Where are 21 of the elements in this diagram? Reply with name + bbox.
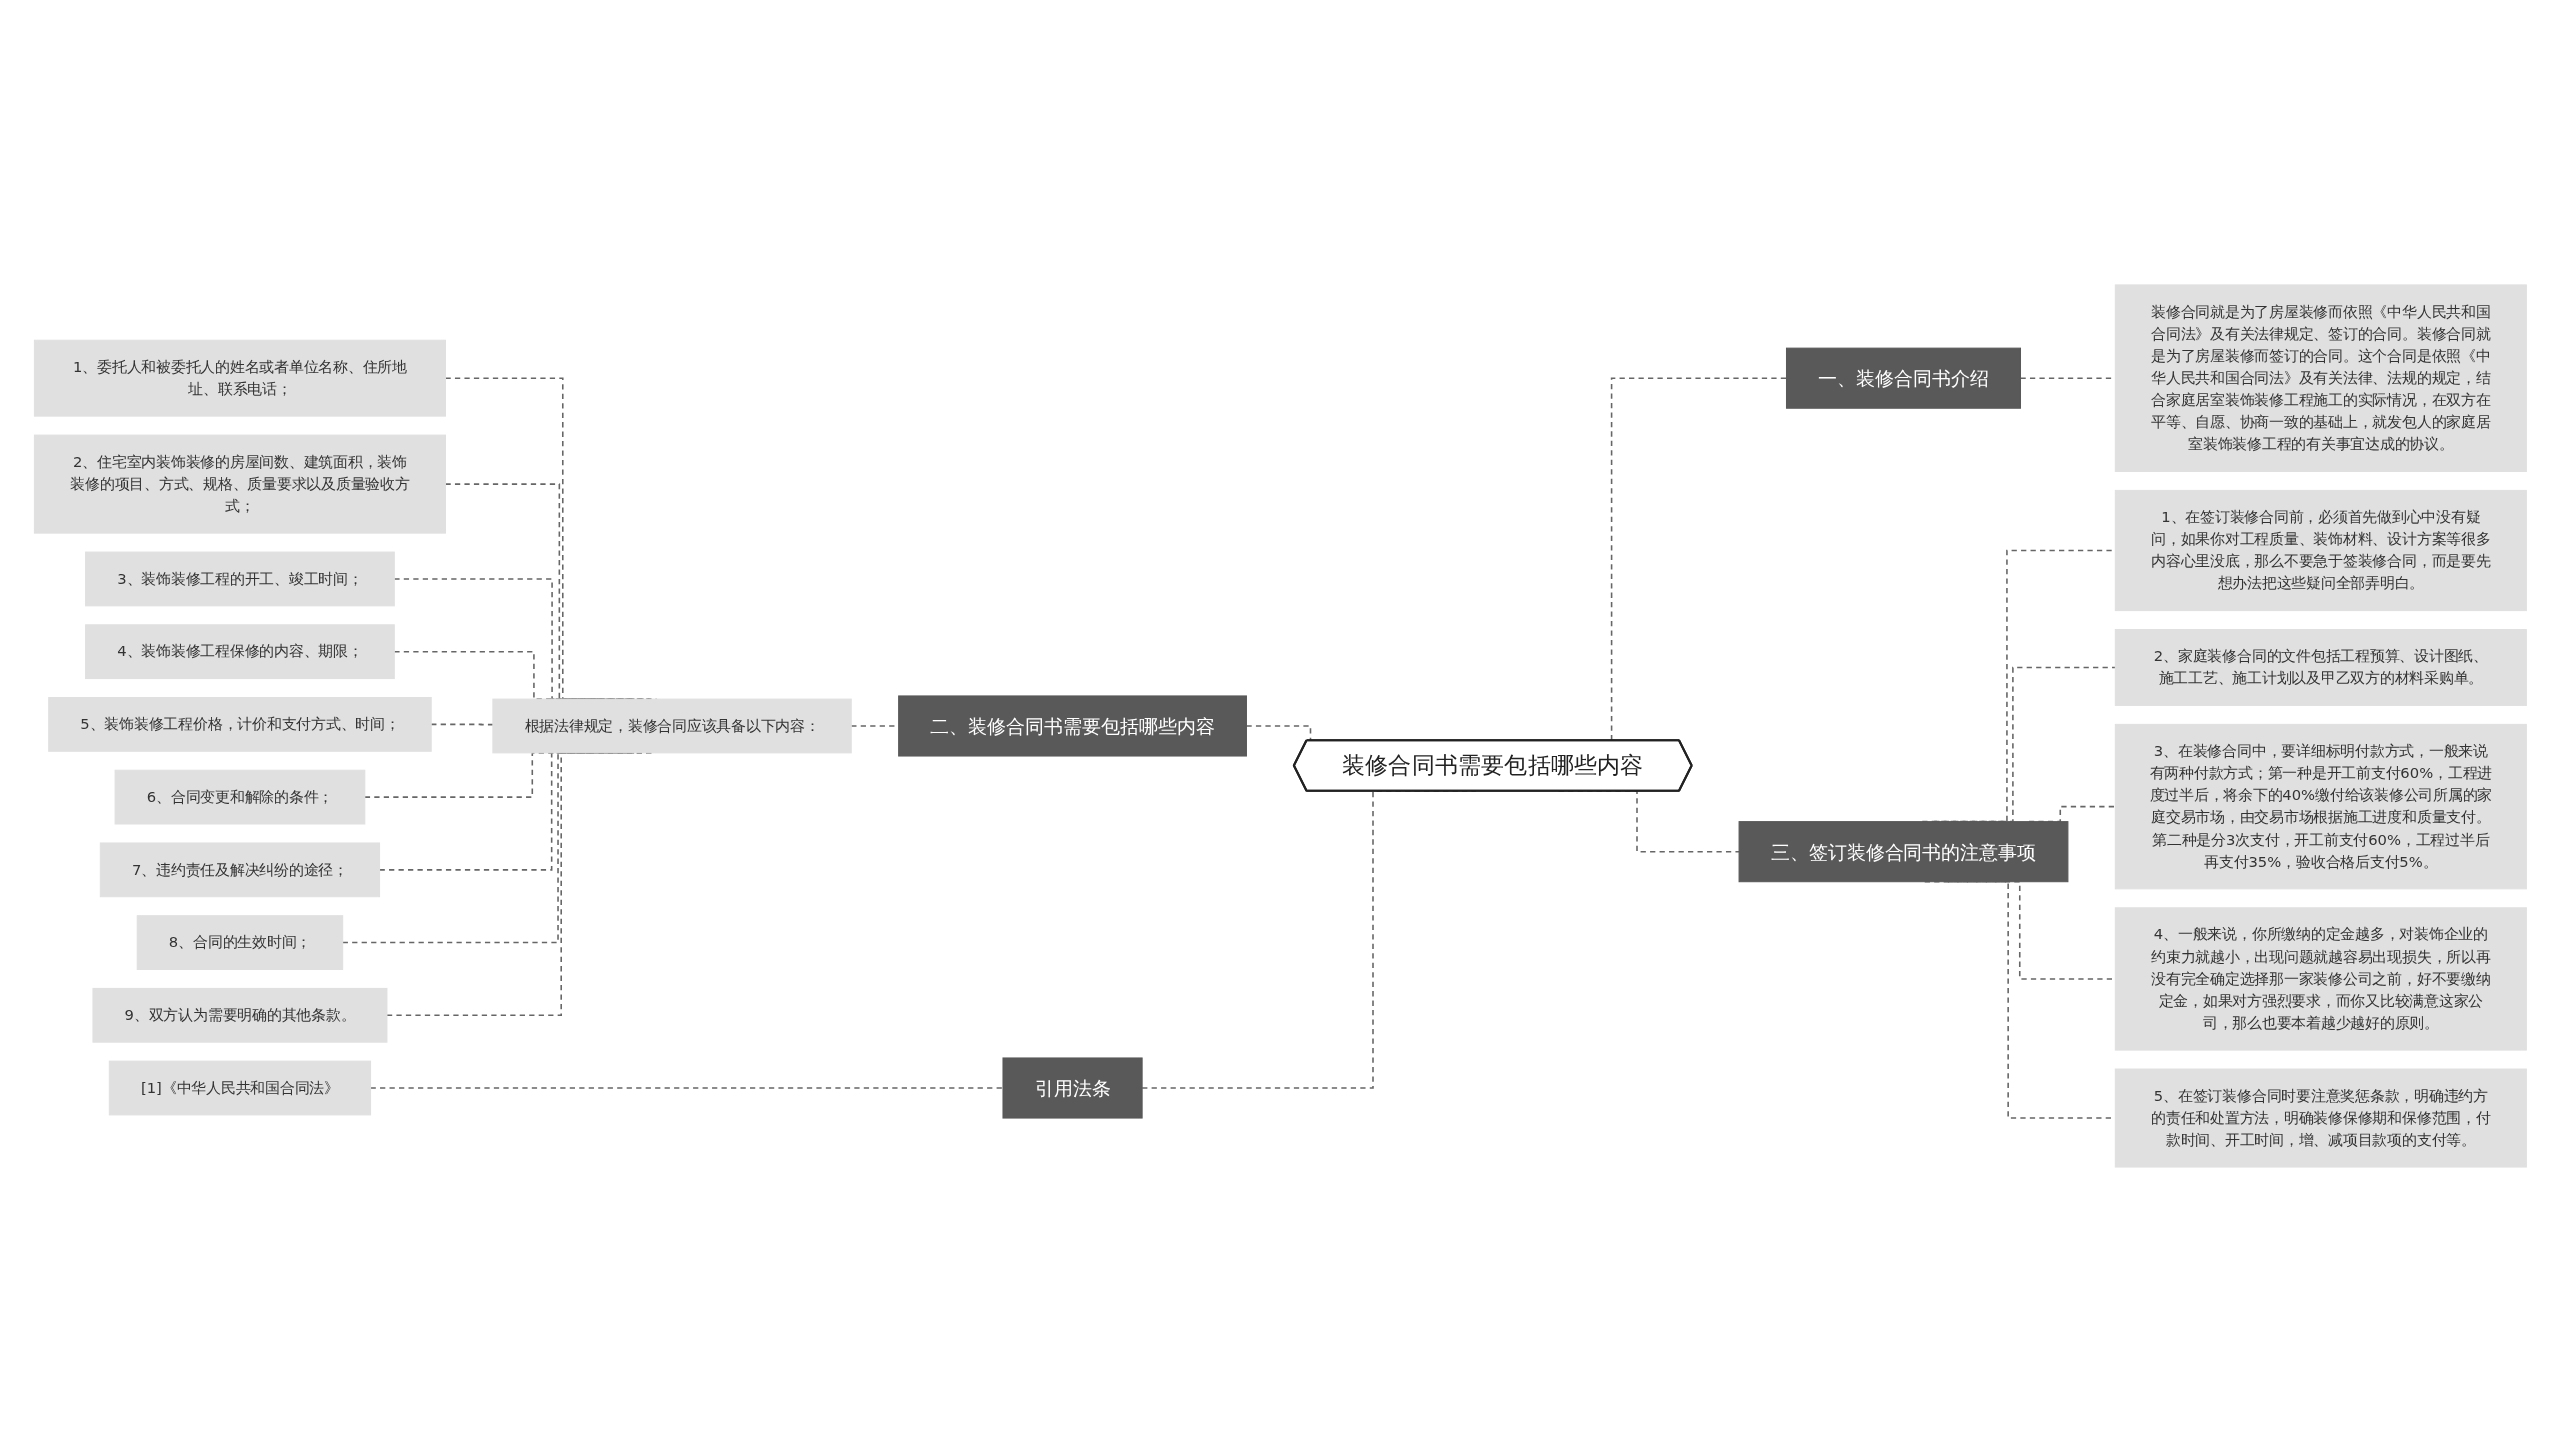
node-box: 5、装饰装修工程价格，计价和支付方式、时间；: [47, 696, 432, 752]
node-box: 2、住宅室内装饰装修的房屋间数、建筑面积，装饰装修的项目、方式、规格、质量要求以及质量验收方式；: [33, 434, 446, 534]
node-box: 1、委托人和被委托人的姓名或者单位名称、住所地址、联系电话；: [33, 339, 446, 417]
node-box: 3、在装修合同中，要详细标明付款方式，一般来说有两种付款方式；第一种是开工前支付60%，工程进度过半后，将余下的40%缴付给该装修公司所属的家庭交易市场，由交易市场根据施工进度和质量支付。第二种是分3次支付，开工前支付60%，工程过半后再支付35%，验收合格后支付5%。: [2114, 723, 2527, 889]
node-box: 一、装修合同书介绍: [1785, 347, 2021, 409]
node-box: 引用法条: [1002, 1056, 1143, 1119]
node-box: 根据法律规定，装修合同应该具备以下内容：: [491, 698, 852, 753]
node-box: 4、装饰装修工程保修的内容、期限；: [84, 623, 395, 679]
node-box: 6、合同变更和解除的条件；: [114, 769, 365, 825]
node-box: 8、合同的生效时间；: [136, 914, 343, 970]
node-box: 2、家庭装修合同的文件包括工程预算、设计图纸、施工工艺、施工计划以及甲乙双方的材料采购单。: [2114, 628, 2527, 706]
node-box: [1]《中华人民共和国合同法》: [108, 1060, 371, 1115]
node-box: 装修合同就是为了房屋装修而依照《中华人民共和国合同法》及有关法律规定、签订的合同。装修合同就是为了房屋装修而签订的合同。这个合同是依照《中华人民共和国合同法》及有关法律、法规的规定，结合家庭居室装饰装修工程施工的实际情况，在双方在平等、自愿、协商一致的基础上，就发包人的家庭居室装饰装修工程的有关事宜达成的协议。: [2114, 283, 2527, 472]
node-box: 9、双方认为需要明确的其他条款。: [92, 987, 388, 1043]
node-box: 4、一般来说，你所缴纳的定金越多，对装饰企业的约束力就越小，出现问题就越容易出现损失，所以再没有完全确定选择那一家装修公司之前，好不要缴纳定金，如果对方强烈要求，而你又比较满意这家公司，那么也要本着越少越好的原则。: [2114, 906, 2527, 1051]
node-box: 三、签订装修合同书的注意事项: [1738, 820, 2069, 882]
node-box: 5、在签订装修合同时要注意奖惩条款，明确违约方的责任和处置方法，明确装修保修期和保修范围，付款时间、开工时间，增、减项目款项的支付等。: [2114, 1068, 2527, 1168]
node-box: 3、装饰装修工程的开工、竣工时间；: [84, 551, 395, 606]
node-box: 二、装修合同书需要包括哪些内容: [897, 694, 1247, 757]
node-box: 1、在签订装修合同前，必须首先做到心中没有疑问，如果你对工程质量、装饰材料、设计方案等很多内容心里没底，那么不要急于签装修合同，而是要先想办法把这些疑问全部弄明白。: [2114, 489, 2527, 611]
node-box: 7、违约责任及解决纠纷的途径；: [99, 841, 380, 897]
